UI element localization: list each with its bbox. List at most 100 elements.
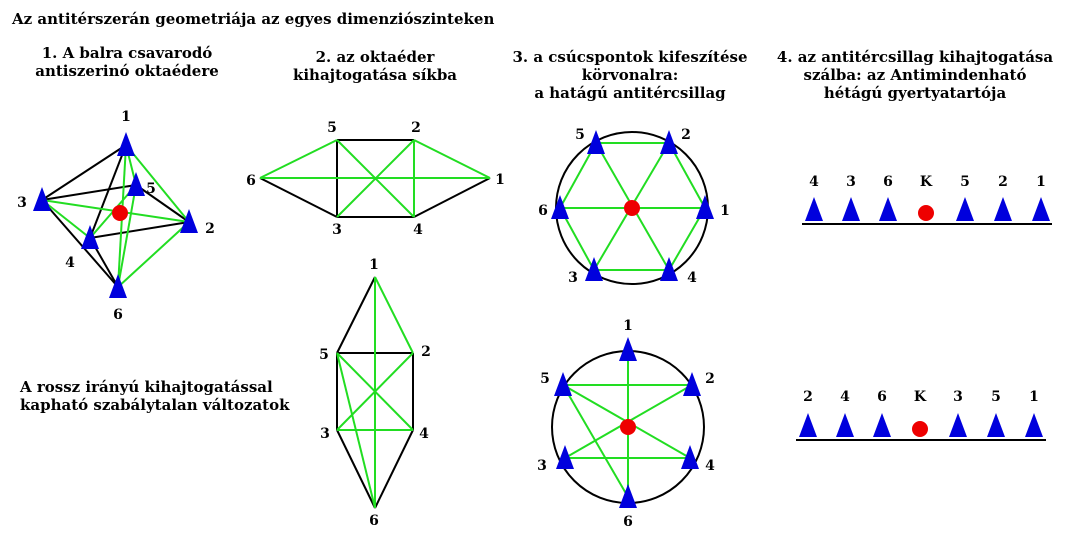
octahedron-edge xyxy=(117,221,190,288)
line-top-label: K xyxy=(920,174,933,190)
line-top-vertex xyxy=(994,197,1012,221)
line-top-center-dot xyxy=(918,205,934,221)
line-top-label: 2 xyxy=(998,174,1008,190)
octahedron-vertex xyxy=(180,209,198,233)
section-1-heading: 1. A balra csavarodó antiszerinó oktaéde… xyxy=(22,44,232,80)
horizontal-net-edge xyxy=(413,177,491,218)
star-top-vertex-label: 5 xyxy=(575,127,585,143)
section-4-heading: 4. az antitércsillag kihajtogatása szálb… xyxy=(770,48,1060,102)
section-3-heading-line-1: 3. a csúcspontok kifeszítése xyxy=(512,48,748,66)
star-top-vertex xyxy=(587,130,605,154)
octahedron-edge xyxy=(135,184,190,223)
note-line-2: kapható szabálytalan változatok xyxy=(20,396,290,414)
line-top-vertex xyxy=(805,197,823,221)
line-bottom-label: 2 xyxy=(803,389,813,405)
line-bottom-vertex xyxy=(949,413,967,437)
horizontal-net-edge xyxy=(259,139,338,179)
line-bottom-vertex xyxy=(873,413,891,437)
star-top-vertex xyxy=(660,257,678,281)
line-top-label: 6 xyxy=(883,174,893,190)
section-4-heading-line-2: szálba: az Antimindenható xyxy=(803,66,1027,84)
line-top-vertex xyxy=(879,197,897,221)
line-bottom-label: 3 xyxy=(953,389,963,405)
star-top-vertex-label: 3 xyxy=(568,270,578,286)
line-bottom-label: 6 xyxy=(877,389,887,405)
star-bottom-vertex-label: 1 xyxy=(623,318,633,334)
line-bottom-label: 4 xyxy=(840,389,850,405)
vertical-net-edge xyxy=(374,276,414,354)
section-2-heading-line-2: kihajtogatása síkba xyxy=(292,66,458,84)
octahedron-edge xyxy=(41,144,127,201)
octahedron-vertex-label: 3 xyxy=(17,195,27,211)
line-bottom-center-dot xyxy=(912,421,928,437)
line-top-label: 4 xyxy=(809,174,819,190)
octahedron-edge xyxy=(117,184,137,288)
star-bottom-vertex xyxy=(619,337,637,361)
horizontal-net-edge xyxy=(413,139,491,179)
vertical-net-vertex-label: 1 xyxy=(369,257,379,273)
octahedron-edge xyxy=(41,199,91,239)
horizontal-net-edge xyxy=(336,139,415,218)
section-4-heading-line-3: hétágú gyertyatartója xyxy=(823,84,1007,102)
horizontal-net-vertex-label: 6 xyxy=(246,173,256,189)
octahedron-edge xyxy=(41,184,137,201)
star-bottom-vertex-label: 5 xyxy=(540,371,550,387)
vertical-net-vertex-label: 5 xyxy=(319,347,329,363)
section-2-heading-line-1: 2. az oktaéder xyxy=(315,48,435,66)
line-top-vertex xyxy=(842,197,860,221)
note-line-1: A rossz irányú kihajtogatással xyxy=(20,378,273,396)
star-bottom-vertex xyxy=(681,445,699,469)
horizontal-net-vertex-label: 3 xyxy=(332,222,342,238)
octahedron-vertex-label: 2 xyxy=(205,221,215,237)
vertical-net-edge xyxy=(336,352,414,431)
octahedron-vertex-label: 1 xyxy=(121,109,131,125)
star-top-center-dot xyxy=(624,200,640,216)
star-bottom-vertex-label: 6 xyxy=(623,514,633,530)
star-top-vertex xyxy=(660,130,678,154)
octahedron-vertex xyxy=(117,132,135,156)
irregular-variants-note: A rossz irányú kihajtogatással kapható s… xyxy=(20,378,290,414)
vertical-net-vertex-label: 4 xyxy=(419,426,429,442)
horizontal-net-vertex-label: 1 xyxy=(495,172,505,188)
star-top-vertex-label: 1 xyxy=(720,203,730,219)
line-bottom-vertex xyxy=(799,413,817,437)
star-bottom-vertex-label: 3 xyxy=(537,458,547,474)
star-bottom-vertex xyxy=(556,445,574,469)
line-top-vertex xyxy=(956,197,974,221)
star-bottom-vertex-label: 4 xyxy=(705,458,715,474)
section-3-heading: 3. a csúcspontok kifeszítése körvonalra:… xyxy=(500,48,760,102)
line-top-label: 1 xyxy=(1036,174,1046,190)
octahedron-edge xyxy=(125,144,190,223)
octahedron-vertex-label: 4 xyxy=(65,255,75,271)
line-top-vertex xyxy=(1032,197,1050,221)
octahedron-vertex xyxy=(109,274,127,298)
line-bottom-label: 5 xyxy=(991,389,1001,405)
vertical-net-edge xyxy=(336,352,376,509)
star-bottom-vertex-label: 2 xyxy=(705,371,715,387)
vertical-net-vertex-label: 3 xyxy=(320,426,330,442)
octahedron-edge xyxy=(41,199,119,288)
horizontal-net-edge xyxy=(259,177,338,218)
line-bottom-label: 1 xyxy=(1029,389,1039,405)
octahedron-vertex xyxy=(81,225,99,249)
section-2-heading: 2. az oktaéder kihajtogatása síkba xyxy=(270,48,480,84)
vertical-net-vertex-label: 6 xyxy=(369,513,379,529)
section-4-heading-line-1: 4. az antitércsillag kihajtogatása xyxy=(776,48,1054,66)
octahedron-vertex-label: 5 xyxy=(146,181,156,197)
section-1-heading-line-2: antiszerinó oktaédere xyxy=(35,62,219,80)
star-bottom-vertex xyxy=(683,372,701,396)
vertical-net-edge xyxy=(374,429,414,509)
star-bottom-vertex xyxy=(554,372,572,396)
star-bottom-center-dot xyxy=(620,419,636,435)
star-top-vertex xyxy=(551,195,569,219)
octahedron-edge xyxy=(89,144,127,239)
octahedron-vertex xyxy=(127,172,145,196)
vertical-net-vertex-label: 2 xyxy=(421,344,431,360)
octahedron-vertex-label: 6 xyxy=(113,307,123,323)
star-bottom-edge xyxy=(562,384,629,498)
section-3-heading-line-3: a hatágú antitércsillag xyxy=(534,84,726,102)
horizontal-net-vertex-label: 2 xyxy=(411,120,421,136)
star-top-vertex-label: 4 xyxy=(687,270,697,286)
line-top-label: 5 xyxy=(960,174,970,190)
